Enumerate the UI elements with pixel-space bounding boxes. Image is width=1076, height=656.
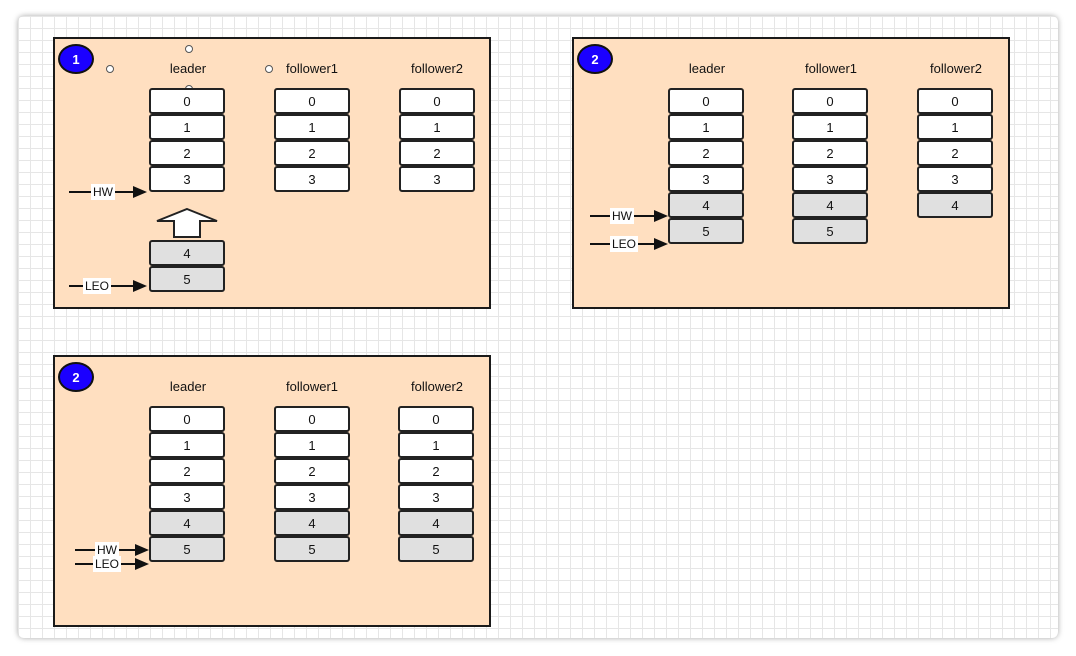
diagram-canvas: 1 leader 0 1 2 3 follower1 0 1 2 3 follo… [18,16,1058,638]
column-label-leader: leader [169,61,207,76]
arrowhead-icon [654,238,668,250]
log-cell: 1 [398,432,474,458]
leo-pointer: LEO [590,236,668,252]
log-cell: 3 [398,484,474,510]
log-cell: 3 [668,166,744,192]
column-label-follower1: follower1 [285,379,339,394]
log-cell: 2 [792,140,868,166]
log-cell: 2 [149,140,225,166]
column-label-follower2: follower2 [929,61,983,76]
log-cell: 2 [149,458,225,484]
log-cell: 2 [274,458,350,484]
log-cell: 1 [149,432,225,458]
selection-handle [185,45,193,53]
log-cell: 4 [398,510,474,536]
log-cell: 0 [274,406,350,432]
hw-label: HW [95,542,119,558]
log-cell: 3 [274,484,350,510]
hw-pointer: HW [69,184,147,200]
arrowhead-icon [133,186,147,198]
column-label-follower2: follower2 [410,61,464,76]
arrowhead-icon [135,544,149,556]
leo-label: LEO [83,278,112,294]
log-cell: 3 [274,166,350,192]
log-cell: 5 [274,536,350,562]
log-cell: 2 [399,140,475,166]
log-cell: 0 [149,406,225,432]
log-cell: 0 [917,88,993,114]
selection-handle [265,65,273,73]
arrowhead-icon [133,280,147,292]
panel-2: 2 leader 0 1 2 3 4 5 follower1 0 1 2 3 4… [572,37,1010,309]
log-cell: 2 [917,140,993,166]
log-cell: 0 [274,88,350,114]
panel-1: 1 leader 0 1 2 3 follower1 0 1 2 3 follo… [53,37,491,309]
log-cell: 0 [399,88,475,114]
log-cell: 3 [149,484,225,510]
log-cell: 2 [398,458,474,484]
log-cell: 3 [792,166,868,192]
step-badge: 2 [577,44,613,74]
log-cell: 1 [399,114,475,140]
log-cell: 3 [917,166,993,192]
arrowhead-icon [654,210,668,222]
log-cell: 3 [149,166,225,192]
leo-label: LEO [610,236,639,252]
append-up-arrow-icon [156,208,218,238]
leo-label: LEO [93,556,122,572]
log-cell: 1 [149,114,225,140]
log-cell: 4 [149,510,225,536]
log-cell: 0 [792,88,868,114]
arrowhead-icon [135,558,149,570]
hw-pointer: HW [590,208,668,224]
hw-pointer: HW [75,542,149,558]
log-cell: 0 [668,88,744,114]
log-cell: 4 [792,192,868,218]
log-cell: 5 [668,218,744,244]
log-cell: 5 [398,536,474,562]
hw-label: HW [91,184,115,200]
log-cell: 1 [917,114,993,140]
log-cell: 0 [398,406,474,432]
column-label-leader: leader [169,379,207,394]
log-cell: 5 [792,218,868,244]
log-cell: 3 [399,166,475,192]
panel-3: 2 leader 0 1 2 3 4 5 follower1 0 1 2 3 4… [53,355,491,627]
column-label-follower1: follower1 [285,61,339,76]
log-cell: 1 [668,114,744,140]
leo-pointer: LEO [69,278,147,294]
log-cell: 1 [274,114,350,140]
incoming-log-cell: 4 [149,240,225,266]
log-cell: 4 [917,192,993,218]
column-label-follower2: follower2 [410,379,464,394]
step-badge: 2 [58,362,94,392]
log-cell: 2 [274,140,350,166]
column-label-follower1: follower1 [804,61,858,76]
log-cell: 2 [668,140,744,166]
leo-pointer: LEO [75,556,149,572]
log-cell: 1 [792,114,868,140]
column-label-leader: leader [688,61,726,76]
hw-label: HW [610,208,634,224]
log-cell: 4 [668,192,744,218]
incoming-log-cell: 5 [149,266,225,292]
selection-handle [106,65,114,73]
log-cell: 0 [149,88,225,114]
log-cell: 5 [149,536,225,562]
log-cell: 4 [274,510,350,536]
step-badge: 1 [58,44,94,74]
log-cell: 1 [274,432,350,458]
